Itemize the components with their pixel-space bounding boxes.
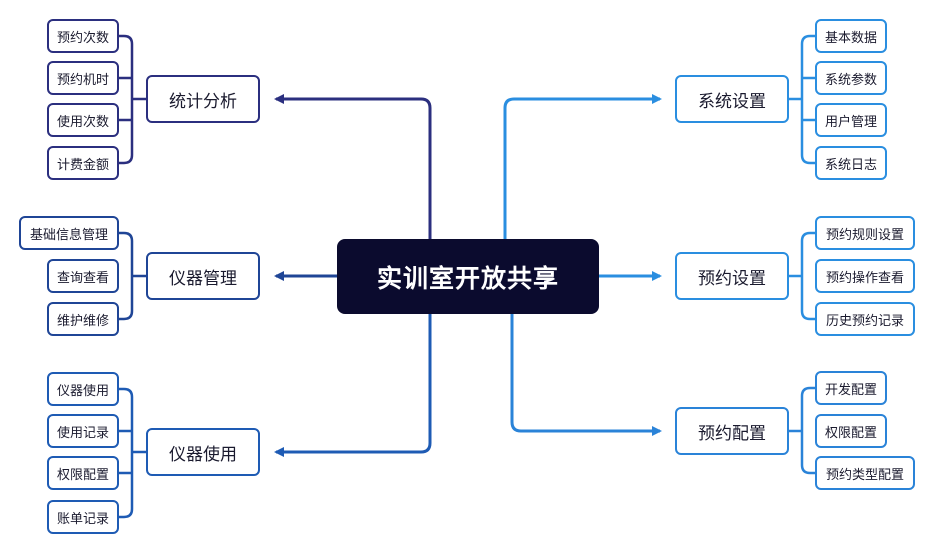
branch-instrument-use[interactable]: 仪器使用 — [146, 428, 260, 476]
bracket-statistics — [119, 34, 146, 165]
bracket-instrument-use — [119, 387, 146, 519]
leaf-basic-info-management[interactable]: 基础信息管理 — [19, 216, 119, 250]
leaf-permission-config[interactable]: 权限配置 — [47, 456, 119, 490]
center-topic[interactable]: 实训室开放共享 — [337, 239, 599, 314]
edge-center-to-instrument-use — [274, 314, 432, 457]
leaf-booking-count[interactable]: 预约次数 — [47, 19, 119, 53]
branch-booking-settings[interactable]: 预约设置 — [675, 252, 789, 300]
bracket-booking-config — [789, 386, 815, 475]
branch-instrument-management[interactable]: 仪器管理 — [146, 252, 260, 300]
edge-center-to-booking-config — [510, 314, 662, 436]
bracket-instrument-mgmt — [119, 231, 146, 321]
branch-statistics[interactable]: 统计分析 — [146, 75, 260, 123]
bracket-system-settings — [789, 34, 815, 165]
bracket-booking-settings — [789, 231, 815, 321]
leaf-basic-data[interactable]: 基本数据 — [815, 19, 887, 53]
leaf-open-config[interactable]: 开发配置 — [815, 371, 887, 405]
leaf-permission-config-2[interactable]: 权限配置 — [815, 414, 887, 448]
leaf-query-view[interactable]: 查询查看 — [47, 259, 119, 293]
edge-center-to-system-settings — [503, 94, 662, 239]
leaf-booking-rules[interactable]: 预约规则设置 — [815, 216, 915, 250]
leaf-system-params[interactable]: 系统参数 — [815, 61, 887, 95]
leaf-booking-type-config[interactable]: 预约类型配置 — [815, 456, 915, 490]
branch-booking-config[interactable]: 预约配置 — [675, 407, 789, 455]
leaf-booking-hours[interactable]: 预约机时 — [47, 61, 119, 95]
leaf-usage-records[interactable]: 使用记录 — [47, 414, 119, 448]
leaf-booking-operations[interactable]: 预约操作查看 — [815, 259, 915, 293]
leaf-maintenance-repair[interactable]: 维护维修 — [47, 302, 119, 336]
leaf-booking-history[interactable]: 历史预约记录 — [815, 302, 915, 336]
leaf-billing-amount[interactable]: 计费金额 — [47, 146, 119, 180]
edge-center-to-statistics — [274, 94, 432, 239]
leaf-user-management[interactable]: 用户管理 — [815, 103, 887, 137]
leaf-instrument-use[interactable]: 仪器使用 — [47, 372, 119, 406]
leaf-system-log[interactable]: 系统日志 — [815, 146, 887, 180]
branch-system-settings[interactable]: 系统设置 — [675, 75, 789, 123]
leaf-bill-records[interactable]: 账单记录 — [47, 500, 119, 534]
leaf-usage-count[interactable]: 使用次数 — [47, 103, 119, 137]
